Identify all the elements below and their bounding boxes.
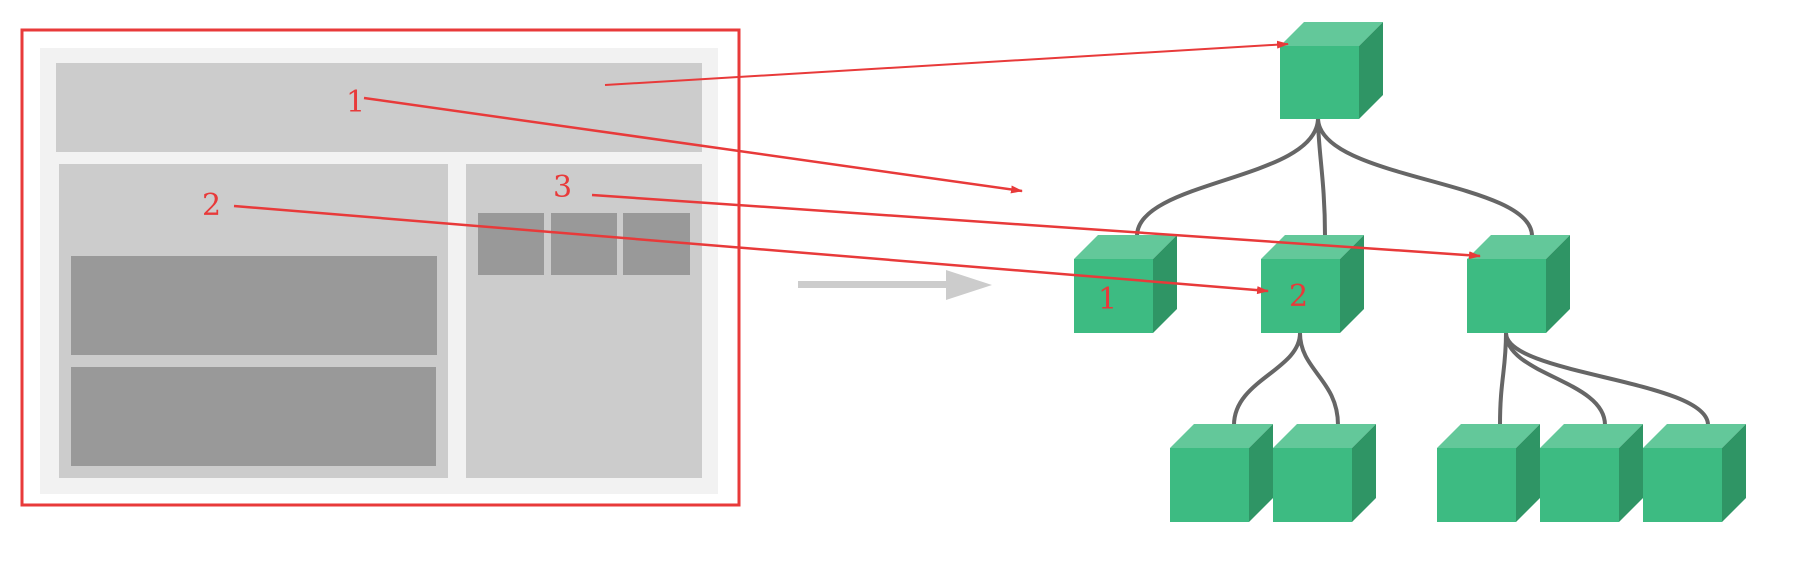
mockup-sidebar-item-1 (478, 213, 544, 275)
tree-child-cube-1-top-face (1074, 235, 1177, 259)
tree-node-label-2: 2 (1289, 279, 1308, 314)
tree-leaf-cube-3-side-face (1516, 424, 1540, 522)
mockup-main-content-1 (71, 256, 437, 355)
connector-child3-leaf3 (1498, 331, 1508, 427)
mockup-label-2: 2 (202, 188, 221, 223)
mockup-main-content-2 (71, 367, 436, 466)
transform-arrow (798, 270, 992, 300)
tree-child-cube-2-side-face (1340, 235, 1364, 333)
page-layout-mockup: 1 2 3 (20, 28, 741, 507)
tree-leaf-cube-4 (1540, 424, 1643, 522)
tree-child-cube-1-front-face (1074, 259, 1153, 333)
arrow-header-to-root (604, 40, 1289, 86)
arrow-sidebar-to-child3 (591, 193, 1481, 260)
tree-leaf-cube-1 (1170, 424, 1273, 522)
tree-child-cube-1-side-face (1153, 235, 1177, 333)
tree-child-cube-2-front-face (1261, 259, 1340, 333)
tree-node-label-1: 1 (1098, 282, 1117, 317)
tree-root-cube-front-face (1280, 46, 1359, 119)
tree-leaf-cube-5-top-face (1643, 424, 1746, 448)
tree-root-cube-side-face (1359, 22, 1383, 119)
tree-root-cube (1280, 22, 1383, 119)
tree-leaf-cube-5-side-face (1722, 424, 1746, 522)
mockup-sidebar-block (466, 164, 702, 478)
tree-child-cube-1 (1074, 235, 1177, 333)
mockup-header-block (56, 63, 702, 152)
connector-child2-leaf1 (1232, 331, 1302, 427)
tree-leaf-cube-3-front-face (1437, 448, 1516, 522)
connector-child3-leaf5 (1504, 331, 1710, 427)
tree-leaf-cube-2-side-face (1352, 424, 1376, 522)
tree-leaf-cube-3 (1437, 424, 1540, 522)
mockup-sidebar-item-2 (551, 213, 617, 275)
mockup-label-3: 3 (553, 170, 572, 205)
tree-leaf-cube-1-side-face (1249, 424, 1273, 522)
tree-child-cube-3-front-face (1467, 259, 1546, 333)
tree-child-cube-3-top-face (1467, 235, 1570, 259)
tree-leaf-cube-4-front-face (1540, 448, 1619, 522)
tree-child-cube-3-side-face (1546, 235, 1570, 333)
tree-leaf-cube-4-side-face (1619, 424, 1643, 522)
tree-leaf-cube-2 (1273, 424, 1376, 522)
arrow-main-to-child2 (233, 204, 1269, 295)
tree-child-cube-2 (1261, 235, 1364, 333)
mockup-sidebar-item-3 (623, 213, 690, 275)
tree-root-cube-top-face (1280, 22, 1383, 46)
arrow-label1-to-root-link (363, 96, 1023, 194)
tree-connectors (1135, 116, 1710, 427)
connector-root-child1 (1135, 116, 1320, 238)
tree-child-cube-3 (1467, 235, 1570, 333)
mapping-arrows (233, 40, 1481, 295)
connector-child2-leaf2 (1298, 331, 1340, 427)
tree-leaf-cube-1-front-face (1170, 448, 1249, 522)
tree-leaf-cube-4-top-face (1540, 424, 1643, 448)
connector-child3-leaf4 (1504, 331, 1607, 427)
tree-child-cube-2-top-face (1261, 235, 1364, 259)
tree-leaf-cube-2-top-face (1273, 424, 1376, 448)
tree-leaf-cube-5 (1643, 424, 1746, 522)
tree-leaf-cube-1-top-face (1170, 424, 1273, 448)
mockup-label-1: 1 (346, 85, 365, 120)
connector-root-child3 (1316, 116, 1534, 238)
tree-cubes (1074, 22, 1746, 522)
tree-leaf-cube-2-front-face (1273, 448, 1352, 522)
tree-leaf-cube-5-front-face (1643, 448, 1722, 522)
tree-leaf-cube-3-top-face (1437, 424, 1540, 448)
